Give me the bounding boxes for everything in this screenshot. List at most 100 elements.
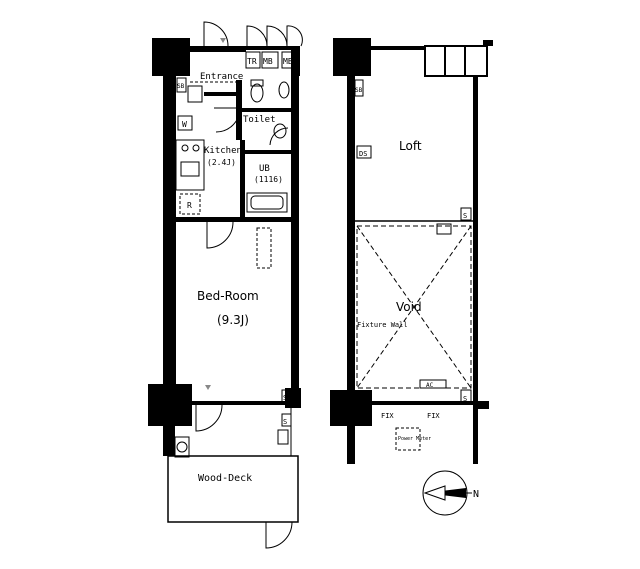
washer-box [177,115,193,131]
compass-north-label: N [473,489,479,500]
drain [277,429,289,445]
compass: N [422,470,479,516]
wall-stub [473,401,489,409]
partition [236,80,242,140]
partition [176,217,292,222]
void-area [356,225,472,389]
column [152,38,190,76]
wood-deck-label: Wood-Deck [198,473,252,484]
bedroom-size: (9.3J) [217,313,249,327]
void-diagonal [356,225,472,389]
s-label: S [463,212,467,220]
top-wall [246,46,300,50]
top-wall [291,46,300,76]
sink [278,81,290,99]
toilet-tank [250,79,264,87]
entrance-label: Entrance [200,72,243,82]
refrigerator [179,193,201,215]
s-label: S [283,394,287,402]
mb-label: MB [263,57,273,66]
stove-burner [181,144,189,152]
column [285,388,301,408]
column [148,384,192,426]
mb-door[interactable] [286,25,303,47]
deck-gate[interactable] [265,521,293,549]
mb-label: MB [283,57,293,66]
s-box [460,207,472,221]
stove-burner [192,144,200,152]
s-box [281,389,292,403]
left-wall [163,76,176,388]
bathtub-inner [250,195,284,210]
refrigerator-label: R [187,201,192,210]
ub-size: (1116) [254,175,283,184]
bedroom-label: Bed-Room [197,289,259,303]
mb-door[interactable] [246,25,268,47]
ub-label: UB [259,164,270,174]
ladder [436,223,452,235]
washbasin [273,123,287,139]
tr-label: TR [247,57,257,66]
partition [240,140,245,220]
ds-box [356,145,372,159]
s-label: S [283,418,287,426]
wood-deck [167,455,299,523]
outdoor-unit [174,436,190,458]
toilet-bowl [250,83,264,103]
right-wall [473,76,478,464]
kitchen-sink [180,161,200,177]
top-wall [371,46,425,50]
bedroom-door[interactable] [206,221,234,249]
toilet-door[interactable] [214,107,241,133]
power-meter-label: Power Meter [398,436,431,442]
top-wall [190,46,246,52]
ac-unit [256,227,272,269]
void-label: Void [396,300,422,314]
ds-label: DS [359,150,367,158]
entrance-door[interactable] [203,21,229,47]
floor-2-plan: SB DS Loft S Void Fixture Wall AC S FIX … [330,38,493,464]
skylight-frame [483,40,493,46]
sb-label: SB [355,87,363,94]
column [330,390,372,426]
balcony-door[interactable] [195,404,223,432]
left-wall-lower [163,426,175,456]
ub-door[interactable] [269,127,289,146]
fixture-wall-label: Fixture Wall [357,321,408,329]
window-sash [372,401,474,405]
partition [204,92,236,96]
column [333,38,371,76]
s-label: S [463,395,467,403]
kitchen-label: Kitchen [204,146,242,156]
window-arrow [205,385,211,390]
shoe-box [187,85,203,103]
fix-label: FIX [381,412,394,420]
outdoor-unit-fan [176,441,188,453]
ac-label: AC [426,382,434,389]
floor-1-plan: TR MB MB Entrance SB Toilet W Kitchen (2… [148,21,303,549]
sb-box [176,77,187,93]
partition [242,108,292,112]
mb-door[interactable] [266,25,288,47]
skylight [424,45,488,77]
sb-box [354,79,364,97]
loft-label: Loft [399,139,422,153]
ac-box [419,379,447,389]
entrance-arrow [220,38,226,43]
tr-box [245,51,261,69]
right-wall [291,76,299,390]
kitchen-size: (2.4J) [207,158,236,167]
mb-box [281,51,299,69]
bathtub [246,192,288,213]
power-meter-box [395,427,421,451]
washer-label: W [182,120,187,129]
sash-wall [192,401,292,405]
mb-box [261,51,279,69]
left-wall [347,76,355,464]
sb-label: SB [177,83,185,90]
s-box [460,389,472,405]
partition [240,150,292,154]
fix-label: FIX [427,412,440,420]
compass-needle-tail [423,485,446,501]
